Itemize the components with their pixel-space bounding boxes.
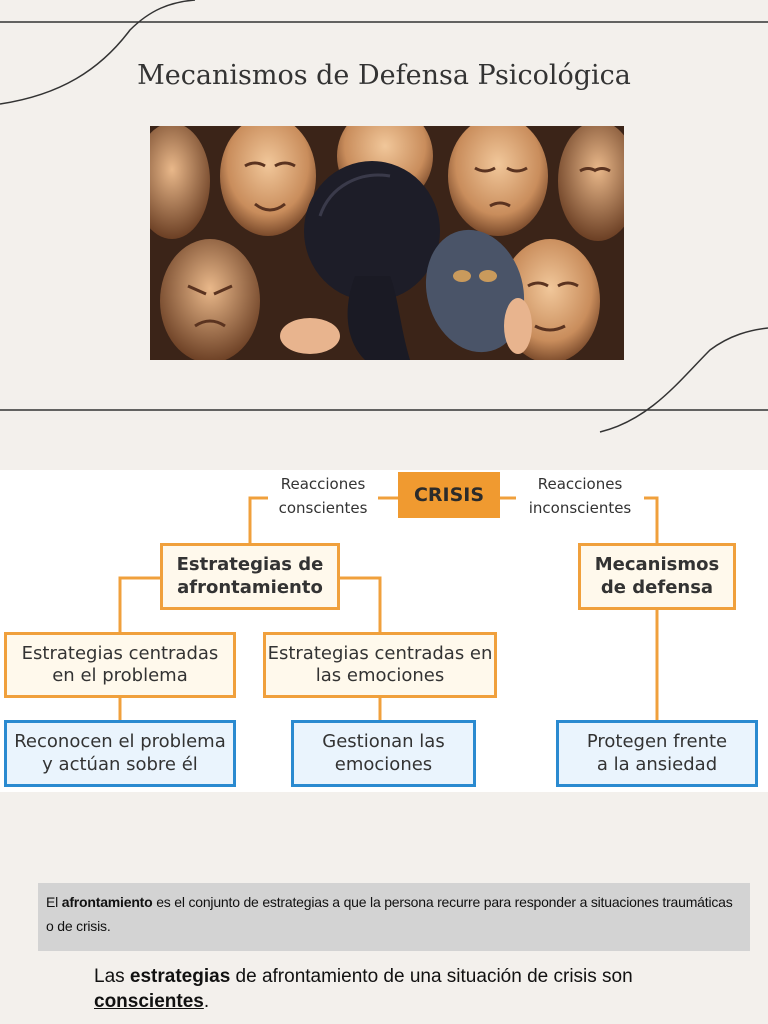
statement-bold-strategies: estrategias bbox=[129, 966, 231, 987]
conscious-reactions-label: Reacciones conscientes bbox=[268, 472, 378, 520]
statement-part2: de afrontamiento de una situación de cri… bbox=[230, 966, 633, 987]
statement-part1: Las bbox=[94, 966, 130, 987]
definition-text: es el conjunto de estrategias a que la p… bbox=[46, 894, 733, 934]
definition-box: El afrontamiento es el conjunto de estra… bbox=[38, 883, 750, 951]
unconscious-reactions-label: Reacciones inconscientes bbox=[516, 472, 644, 520]
statement-bold-conscious: conscientes bbox=[94, 990, 204, 1012]
statement-part3: . bbox=[203, 990, 210, 1012]
masks-illustration bbox=[150, 126, 624, 360]
crisis-node: CRISIS bbox=[398, 472, 500, 518]
crisis-diagram: CRISIS Reacciones conscientes Reacciones… bbox=[0, 470, 768, 792]
slide-title: Mecanismos de Defensa Psicológica bbox=[137, 60, 631, 91]
definition-term: afrontamiento bbox=[61, 894, 153, 910]
statement-text: Las estrategias de afrontamiento de una … bbox=[94, 965, 714, 1014]
definition-prefix: El bbox=[46, 894, 62, 910]
